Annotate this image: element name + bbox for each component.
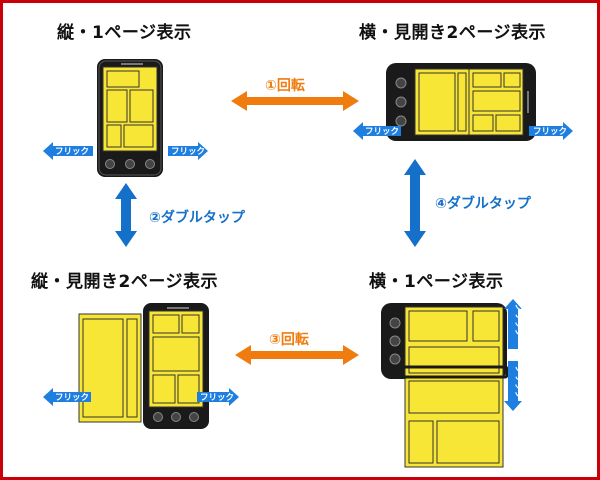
- flick-label: フリック: [171, 146, 205, 157]
- double-tap-arrow-2: [115, 183, 137, 247]
- step-rotate-1: ①回転: [265, 78, 305, 94]
- flick-label: フリック: [200, 392, 234, 403]
- flick-label: フリック: [365, 126, 399, 137]
- rotate-arrow-1: [231, 91, 359, 111]
- flick-arrow-down: フリック: [504, 361, 524, 411]
- flick-arrow-up: フリック: [504, 299, 524, 349]
- flick-arrow-left: フリック: [353, 122, 401, 140]
- phone-landscape-single: [381, 303, 509, 468]
- title-portrait-spread: 縦・見開き2ページ表示: [31, 272, 218, 292]
- step-double-tap-4: ④ダブルタップ: [435, 196, 531, 212]
- title-landscape-single: 横・1ページ表示: [369, 272, 504, 292]
- flick-arrow-right: フリック: [168, 142, 208, 160]
- phone-portrait-spread: [78, 303, 209, 429]
- flick-arrow-left: フリック: [43, 388, 91, 406]
- flick-label: フリック: [513, 365, 524, 399]
- step-double-tap-2: ②ダブルタップ: [149, 210, 245, 226]
- flick-arrow-right: フリック: [529, 122, 573, 140]
- flick-arrow-right: フリック: [197, 388, 239, 406]
- step-rotate-3: ③回転: [269, 332, 309, 348]
- phone-landscape-spread: [386, 63, 536, 141]
- flick-label: フリック: [55, 146, 89, 157]
- phone-portrait-single: [97, 59, 163, 177]
- diagram-canvas: フリック フリック フリック: [43, 59, 573, 468]
- title-landscape-spread: 横・見開き2ページ表示: [359, 23, 546, 43]
- rotate-arrow-3: [235, 345, 359, 365]
- double-tap-arrow-4: [404, 159, 426, 247]
- flick-arrow-left: フリック: [43, 142, 93, 160]
- flick-label: フリック: [513, 303, 524, 337]
- title-portrait-single: 縦・1ページ表示: [57, 23, 192, 43]
- flick-label: フリック: [533, 126, 567, 137]
- flick-label: フリック: [55, 392, 89, 403]
